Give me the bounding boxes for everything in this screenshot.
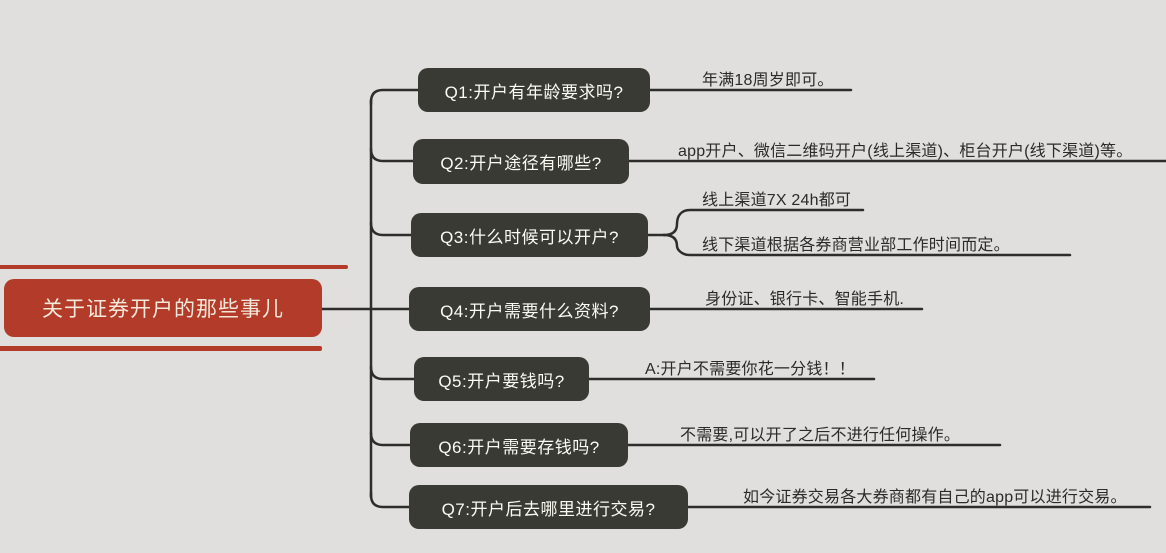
- question-node-q3[interactable]: Q3:什么时候可以开户?: [411, 213, 648, 257]
- answer-line-q3-offline: [662, 233, 1072, 257]
- connector-branch-q1: [369, 88, 420, 106]
- question-node-q7[interactable]: Q7:开户后去哪里进行交易?: [409, 485, 688, 529]
- answer-q6[interactable]: 不需要,可以开了之后不进行任何操作。: [680, 427, 961, 444]
- root-node[interactable]: 关于证券开户的那些事儿: [4, 279, 322, 337]
- connector-branch-q3: [369, 221, 413, 237]
- question-node-q1[interactable]: Q1:开户有年龄要求吗?: [418, 68, 650, 112]
- question-node-q4[interactable]: Q4:开户需要什么资料?: [409, 287, 650, 331]
- connector-branch-q2: [369, 147, 415, 163]
- answer-q3-offline[interactable]: 线下渠道根据各券商营业部工作时间而定。: [702, 237, 1010, 254]
- answer-q1[interactable]: 年满18周岁即可。: [702, 72, 834, 89]
- question-node-q6[interactable]: Q6:开户需要存钱吗?: [410, 423, 628, 467]
- answer-q3-online[interactable]: 线上渠道7X 24h都可: [702, 192, 852, 209]
- root-node-edge-bottom: [0, 346, 322, 351]
- root-node-edge-top: [0, 265, 348, 269]
- answer-q2[interactable]: app开户、微信二维码开户(线上渠道)、柜台开户(线下渠道)等。: [678, 143, 1133, 160]
- answer-q7[interactable]: 如今证券交易各大券商都有自己的app可以进行交易。: [743, 489, 1127, 506]
- connector-branch-q7: [369, 491, 411, 509]
- answer-q5[interactable]: A:开户不需要你花一分钱！！: [645, 361, 855, 378]
- question-node-q2[interactable]: Q2:开户途径有哪些?: [413, 139, 629, 184]
- connector-branch-q6: [369, 431, 412, 447]
- question-node-q5[interactable]: Q5:开户要钱吗?: [414, 357, 589, 401]
- answer-line-q3-online: [662, 208, 865, 237]
- connector-branch-q5: [369, 365, 416, 381]
- answer-q4[interactable]: 身份证、银行卡、智能手机.: [705, 291, 905, 308]
